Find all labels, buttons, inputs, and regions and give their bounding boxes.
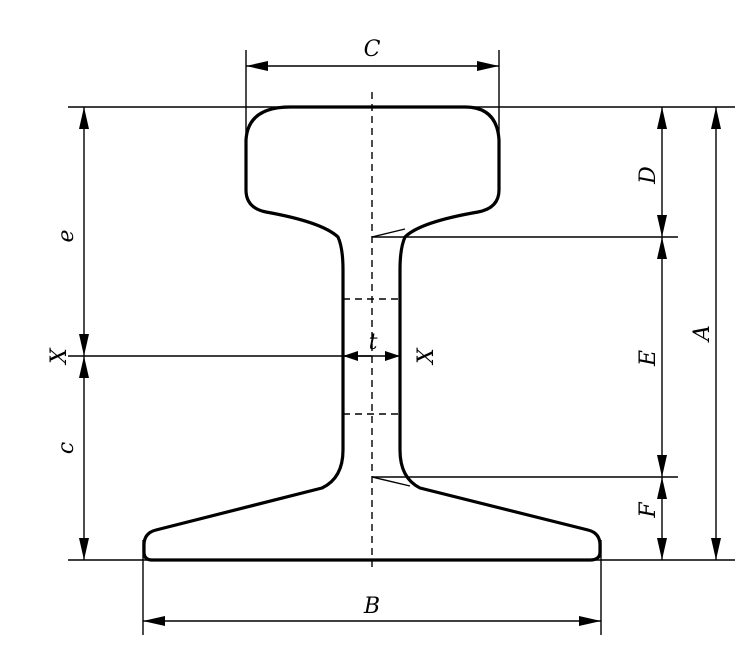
arrowhead	[343, 351, 358, 361]
label-t: t	[369, 330, 378, 355]
label-e-upper: E	[636, 350, 661, 367]
arrowhead	[579, 616, 601, 626]
arrowhead	[711, 538, 721, 560]
dimension-f: F	[636, 477, 667, 560]
dimension-d: D	[636, 107, 667, 237]
arrowhead	[657, 215, 667, 237]
label-c: C	[364, 37, 381, 62]
dimension-c: C	[246, 37, 499, 71]
arrowhead	[79, 538, 89, 560]
rail-profile-outline	[142, 105, 602, 562]
arrowhead	[79, 334, 89, 356]
arrowhead	[657, 477, 667, 499]
label-b: B	[363, 594, 380, 619]
dimension-c-lower: c	[54, 356, 89, 560]
label-f: F	[636, 502, 661, 519]
label-e-lower: e	[54, 229, 79, 242]
arrowhead	[143, 616, 165, 626]
label-x-right: X	[414, 347, 439, 366]
arrowhead	[79, 107, 89, 129]
label-x-left: X	[47, 347, 72, 366]
arrowhead	[657, 538, 667, 560]
dimension-e-upper: E	[636, 237, 667, 477]
label-c-lower: c	[54, 442, 79, 454]
arrowhead	[79, 356, 89, 378]
dimension-t: t	[343, 330, 400, 361]
web-zone-box	[343, 298, 403, 415]
arrowhead	[477, 61, 499, 71]
dimension-b: B	[143, 594, 601, 626]
arrowhead	[711, 107, 721, 129]
fillet-taper-marks	[371, 228, 411, 487]
label-a: A	[690, 325, 715, 343]
arrowhead	[385, 351, 400, 361]
dimension-a: A	[690, 107, 721, 560]
label-d: D	[636, 166, 661, 185]
arrowhead	[657, 107, 667, 129]
dimension-e-lower: e	[54, 107, 89, 356]
arrowhead	[657, 237, 667, 259]
arrowhead	[657, 455, 667, 477]
arrowhead	[246, 61, 268, 71]
